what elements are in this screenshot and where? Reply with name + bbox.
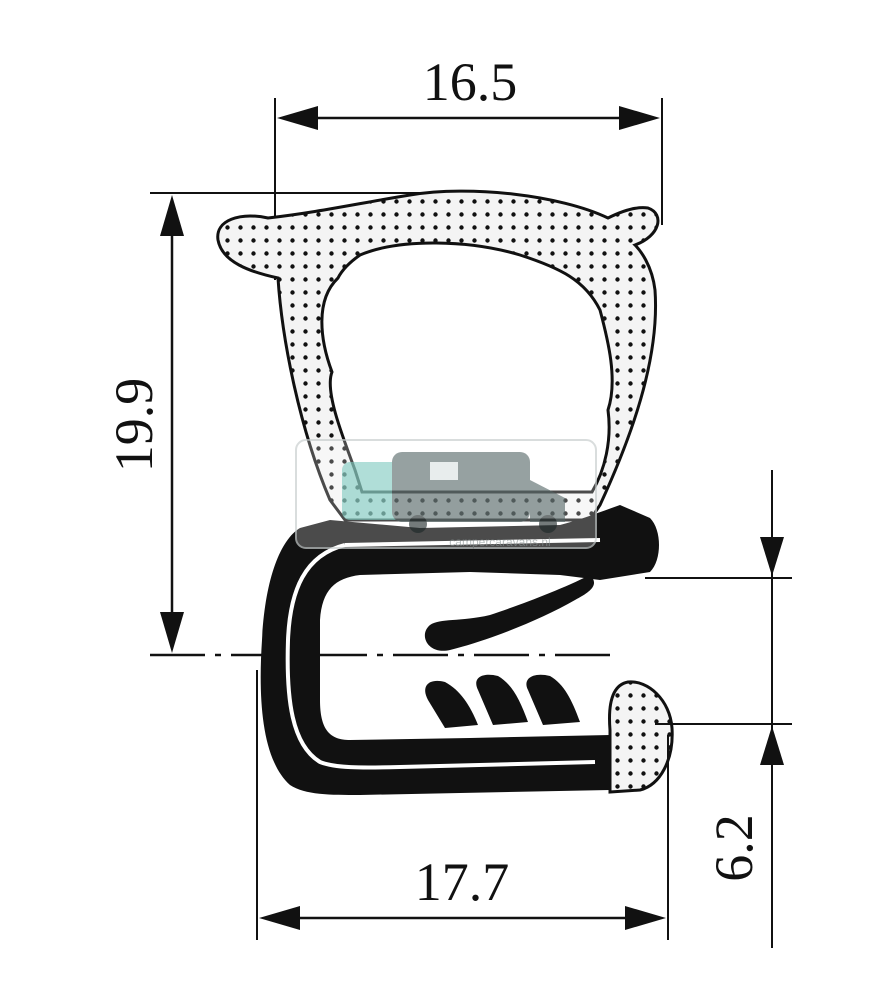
camper-body (392, 452, 530, 522)
camper-cab (530, 480, 565, 522)
arrow-up-icon (160, 195, 184, 236)
bulb-cavity (320, 241, 614, 494)
sponge-tip (608, 680, 674, 794)
dimension-label-grip: 6.2 (704, 814, 764, 882)
arrow-left-icon (277, 106, 318, 130)
camper-icon (342, 452, 565, 533)
watermark: campercaravans.nl (295, 439, 597, 549)
steel-core-line (285, 543, 596, 770)
grip-fin-1 (425, 680, 478, 728)
dimension-label-height: 19.9 (104, 378, 164, 473)
clamp-body (260, 505, 659, 795)
sponge-bulb (216, 189, 660, 522)
clamp-profile (260, 505, 674, 795)
dimension-top-width: 16.5 (274, 52, 663, 280)
dimension-grip-height: 6.2 (645, 470, 792, 948)
arrow-left-icon (259, 906, 300, 930)
steel-core-line-top (344, 538, 601, 547)
dimension-label-top: 16.5 (423, 52, 518, 112)
dimension-label-bottom: 17.7 (415, 852, 510, 912)
grip-fin-2 (476, 674, 528, 725)
arrow-down-icon (160, 612, 184, 653)
wheel-front (409, 515, 427, 533)
arrow-right-icon (619, 106, 660, 130)
arrow-right-icon (625, 906, 666, 930)
arrow-down-icon (760, 537, 784, 576)
dimension-total-height: 19.9 (104, 192, 450, 653)
arrow-up-icon (760, 726, 784, 765)
grip-fin-3 (526, 674, 580, 725)
camper-window (430, 462, 458, 480)
upper-grip-lip (424, 575, 595, 651)
wheel-rear (539, 515, 557, 533)
watermark-text: campercaravans.nl (449, 535, 550, 549)
dimension-bottom-width: 17.7 (256, 670, 669, 940)
